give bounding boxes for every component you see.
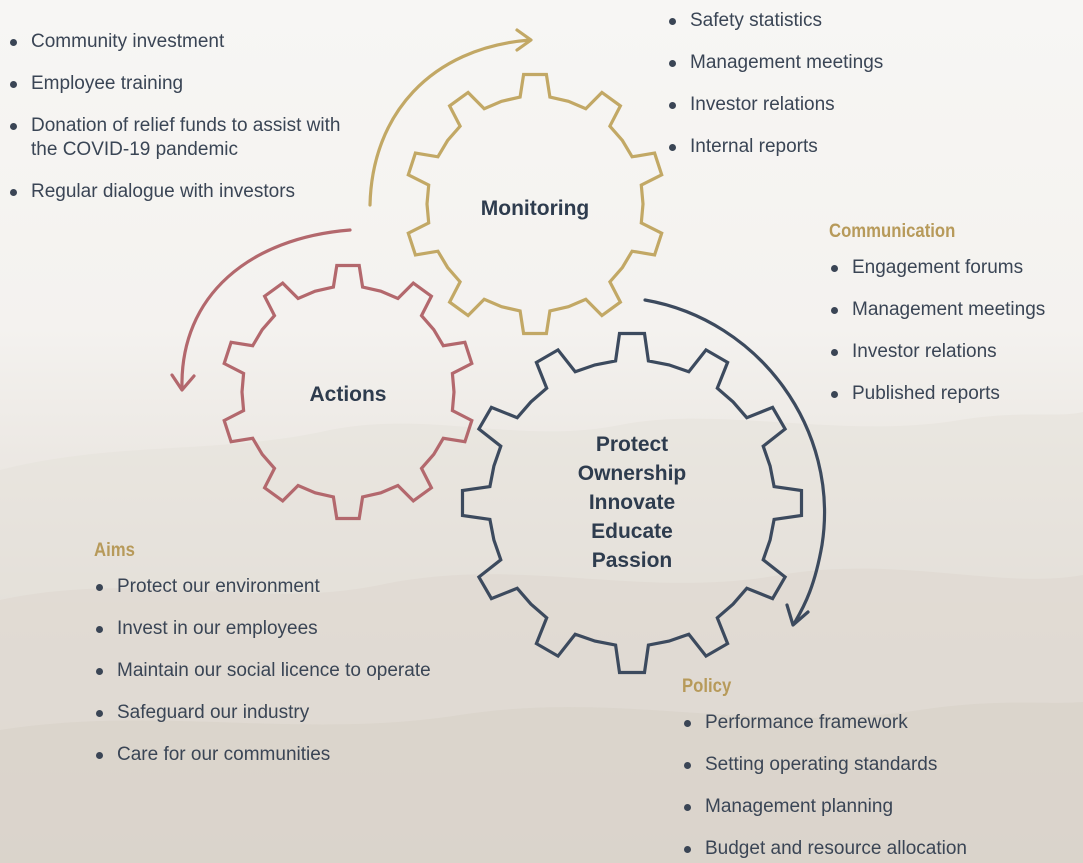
list-item: Invest in our employees: [94, 617, 514, 641]
list-item: Safety statistics: [667, 9, 967, 33]
list-item: Internal reports: [667, 135, 967, 159]
policy-list: Performance framework Setting operating …: [682, 711, 1022, 861]
list-item-text: Published reports: [852, 383, 1000, 404]
monitoring-list: Safety statistics Management meetings In…: [667, 9, 967, 159]
list-item-text: Budget and resource allocation: [705, 838, 967, 859]
list-item-text: Performance framework: [705, 712, 908, 733]
list-item-text: Regular dialogue with investors: [31, 181, 296, 202]
aims-block: Aims Protect our environment Invest in o…: [94, 540, 514, 785]
communication-heading: Communication: [829, 221, 956, 242]
actions-list: Community investment Employee training D…: [8, 30, 368, 204]
list-item: Published reports: [829, 382, 1083, 406]
list-item: Investor relations: [667, 93, 967, 117]
list-item: Management meetings: [667, 51, 967, 75]
list-item-text: Care for our communities: [117, 744, 331, 765]
list-item: Management planning: [682, 795, 1022, 819]
list-item-text: Management meetings: [690, 52, 884, 73]
list-item-text: Safeguard our industry: [117, 702, 310, 723]
list-item-text: Internal reports: [690, 136, 818, 157]
monitoring-cycle-arrow-icon: [368, 28, 533, 207]
core-value-line: Innovate: [589, 491, 675, 514]
actions-cycle-arrow-icon: [170, 228, 352, 392]
core-value-line: Protect: [596, 433, 668, 456]
core-values-gear-icon: [460, 331, 804, 675]
policy-heading: Policy: [682, 676, 732, 697]
list-item: Donation of relief funds to assist with …: [8, 114, 361, 162]
list-item: Engagement forums: [829, 256, 1083, 280]
list-item: Care for our communities: [94, 743, 514, 767]
list-item-text: Management planning: [705, 796, 894, 817]
list-item: Safeguard our industry: [94, 701, 514, 725]
policy-cycle-arrow-icon: [643, 298, 827, 627]
monitoring-list-block: Safety statistics Management meetings In…: [667, 9, 967, 177]
list-item-text: Maintain our social licence to operate: [117, 660, 431, 681]
list-item-text: Management meetings: [852, 299, 1046, 320]
list-item: Maintain our social licence to operate: [94, 659, 514, 683]
list-item: Setting operating standards: [682, 753, 1022, 777]
list-item-text: Invest in our employees: [117, 618, 318, 639]
list-item-text: Safety statistics: [690, 10, 822, 31]
communication-list: Engagement forums Management meetings In…: [829, 256, 1083, 406]
list-item-text: Setting operating standards: [705, 754, 938, 775]
list-item-text: Employee training: [31, 73, 184, 94]
core-values-text: Protect Ownership Innovate Educate Passi…: [578, 433, 687, 572]
core-value-line: Passion: [592, 549, 673, 572]
list-item-text: Community investment: [31, 31, 225, 52]
aims-heading: Aims: [94, 540, 135, 561]
monitoring-gear-icon: [406, 72, 664, 336]
actions-list-block: Community investment Employee training D…: [8, 30, 368, 222]
policy-block: Policy Performance framework Setting ope…: [682, 676, 1022, 861]
list-item: Management meetings: [829, 298, 1083, 322]
list-item: Community investment: [8, 30, 368, 54]
list-item: Budget and resource allocation: [682, 837, 1022, 861]
actions-gear-icon: [222, 263, 474, 521]
list-item: Regular dialogue with investors: [8, 180, 368, 204]
core-value-line: Ownership: [578, 462, 687, 485]
list-item: Investor relations: [829, 340, 1083, 364]
core-value-line: Educate: [591, 520, 673, 543]
list-item-text: Investor relations: [690, 94, 835, 115]
list-item: Employee training: [8, 72, 368, 96]
communication-block: Communication Engagement forums Manageme…: [829, 221, 1083, 424]
list-item-text: Donation of relief funds to assist with …: [31, 115, 341, 160]
list-item: Protect our environment: [94, 575, 514, 599]
monitoring-gear-label: Monitoring: [481, 197, 589, 220]
list-item-text: Protect our environment: [117, 576, 320, 597]
aims-list: Protect our environment Invest in our em…: [94, 575, 514, 767]
list-item: Performance framework: [682, 711, 1022, 735]
list-item-text: Engagement forums: [852, 257, 1024, 278]
list-item-text: Investor relations: [852, 341, 997, 362]
actions-gear-label: Actions: [309, 383, 386, 406]
